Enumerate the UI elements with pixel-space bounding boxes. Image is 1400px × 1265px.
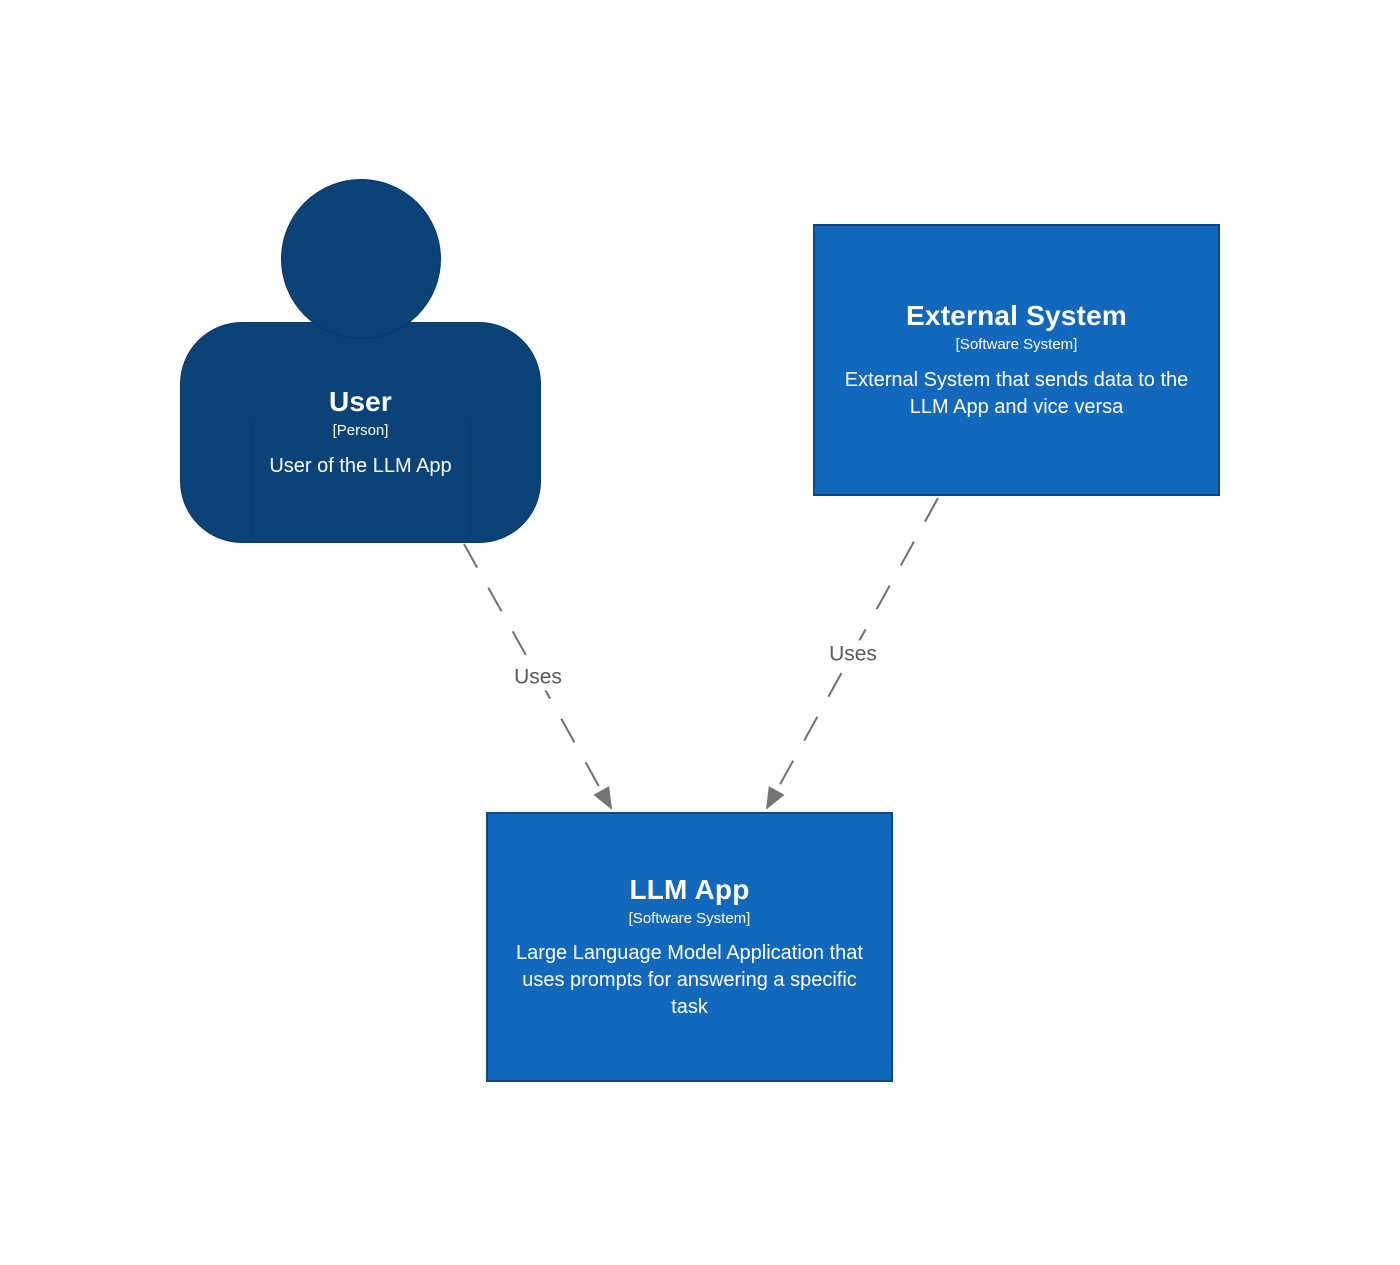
node-type-label: [Person] [332, 422, 389, 440]
node-description: Large Language Model Application that us… [516, 942, 863, 1019]
person-arm-line [470, 421, 471, 537]
node-llm-app[interactable]: LLM App [Software System] Large Language… [486, 812, 893, 1082]
node-title: External System [906, 300, 1127, 332]
node-title: LLM App [629, 873, 750, 905]
edge-label-uses: Uses [509, 663, 567, 691]
person-head-icon [281, 179, 441, 339]
person-body-shape [180, 322, 541, 543]
node-external-system[interactable]: External System [Software System] Extern… [813, 224, 1220, 496]
person-arm-line [252, 421, 253, 537]
node-type-label: [Software System] [955, 336, 1078, 354]
node-description: User of the LLM App [269, 454, 452, 477]
edge-label-uses: Uses [824, 640, 882, 668]
node-type-label: [Software System] [628, 909, 751, 927]
node-title: User [328, 386, 393, 418]
node-description: External System that sends data to the L… [844, 368, 1189, 418]
